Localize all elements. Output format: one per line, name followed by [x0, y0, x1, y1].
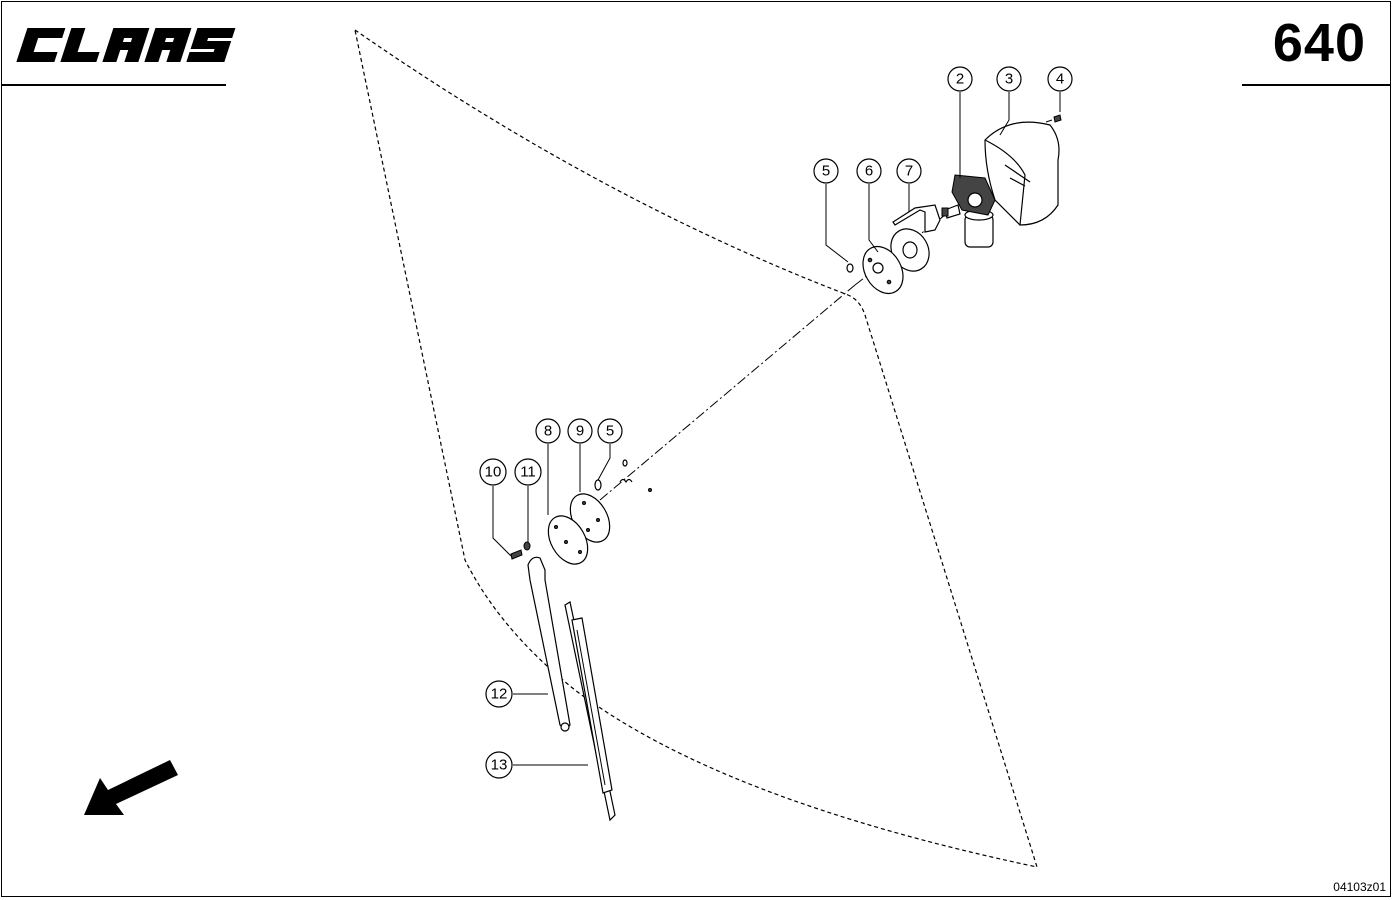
callout-6-label: 6: [865, 163, 873, 180]
callout-12: 12: [485, 680, 513, 708]
callout-2: 2: [947, 66, 973, 92]
callout-10: 10: [479, 458, 507, 486]
callout-13-label: 13: [491, 757, 508, 774]
plate-6-part: [862, 245, 904, 295]
callout-8-label: 8: [544, 423, 552, 440]
assembly-axis: [599, 284, 856, 501]
callout-3: 3: [996, 66, 1022, 92]
callout-5-upper-label: 5: [822, 163, 830, 180]
callout-4-label: 4: [1056, 71, 1064, 88]
callout-11: 11: [514, 458, 542, 486]
header-rule-right: [1242, 84, 1391, 86]
drawing-id: 04103z01: [1333, 880, 1386, 894]
callout-13: 13: [485, 751, 513, 779]
motor-cover-part: [984, 121, 1060, 226]
callout-8: 8: [535, 418, 561, 444]
callout-2-label: 2: [956, 71, 964, 88]
callout-7: 7: [896, 158, 922, 184]
screw-4-part: [1045, 114, 1062, 123]
callout-5-lower: 5: [597, 418, 623, 444]
leader-lines: [492, 92, 1061, 766]
callout-5-lower-label: 5: [606, 423, 614, 440]
callout-10-label: 10: [485, 464, 502, 481]
screw-10-part: [510, 549, 523, 560]
windscreen-outline: [354, 28, 1038, 868]
callout-11-label: 11: [520, 464, 536, 481]
callout-6: 6: [856, 158, 882, 184]
callout-7-label: 7: [905, 163, 913, 180]
header-rule-left: [2, 84, 226, 86]
small-hardware-part: [594, 459, 652, 492]
callout-5-upper: 5: [813, 158, 839, 184]
wiper-arm-part: [527, 556, 571, 732]
page-number: 640: [1272, 13, 1366, 73]
callout-12-label: 12: [491, 686, 508, 703]
callout-9-label: 9: [576, 423, 584, 440]
wiper-blade-part: [564, 601, 616, 822]
callout-9: 9: [567, 418, 593, 444]
seal-8-part: [547, 515, 589, 565]
claas-logo: [16, 28, 236, 62]
callout-3-label: 3: [1005, 71, 1013, 88]
nut-5-upper-part: [846, 263, 854, 273]
nut-11-part: [523, 541, 531, 551]
callout-4: 4: [1047, 66, 1073, 92]
wiper-motor-part: [941, 174, 996, 248]
direction-arrow-icon: [84, 760, 178, 815]
